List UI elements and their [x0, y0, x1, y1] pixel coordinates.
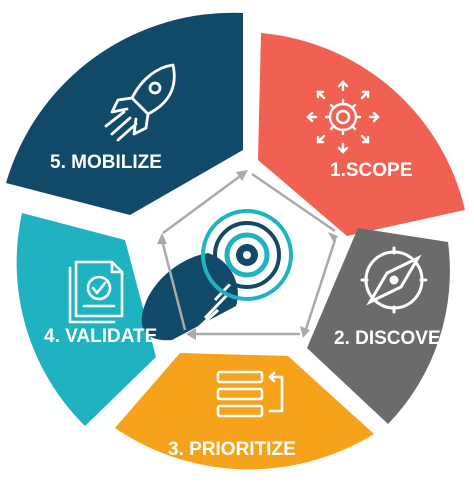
gear-arrows-icon — [306, 80, 380, 154]
arrowhead-5 — [157, 233, 167, 244]
pentagon-cycle-arrows — [160, 172, 337, 336]
segment-prioritize — [115, 353, 374, 470]
arrowhead-2 — [328, 232, 338, 243]
label-scope: 1.SCOPE — [330, 160, 412, 181]
center-accent-shape — [141, 253, 238, 341]
target-icon — [201, 209, 293, 301]
segment-discover — [307, 228, 450, 424]
segment-mobilize — [6, 12, 243, 215]
label-prioritize: 3. PRIORITIZE — [168, 439, 296, 460]
rocket-icon — [104, 63, 176, 142]
arrowhead-1 — [236, 170, 248, 181]
arrowhead-3 — [300, 326, 310, 338]
cycle-arrowheads — [157, 170, 338, 340]
label-validate: 4. VALIDATE — [44, 326, 157, 347]
cycle-arrow-5 — [160, 239, 187, 331]
list-priority-icon — [216, 370, 284, 418]
checklist-document-icon — [68, 260, 124, 324]
label-discover: 2. DISCOVER — [334, 328, 455, 349]
label-mobilize: 5. MOBILIZE — [50, 152, 162, 173]
cycle-arrow-3 — [303, 239, 337, 333]
cycle-arrow-1 — [162, 172, 244, 235]
compass-icon — [360, 246, 428, 314]
segment-scope — [258, 33, 465, 236]
arrowhead-4 — [186, 328, 196, 340]
segment-validate — [16, 213, 156, 426]
cycle-arrow-2 — [251, 172, 336, 233]
